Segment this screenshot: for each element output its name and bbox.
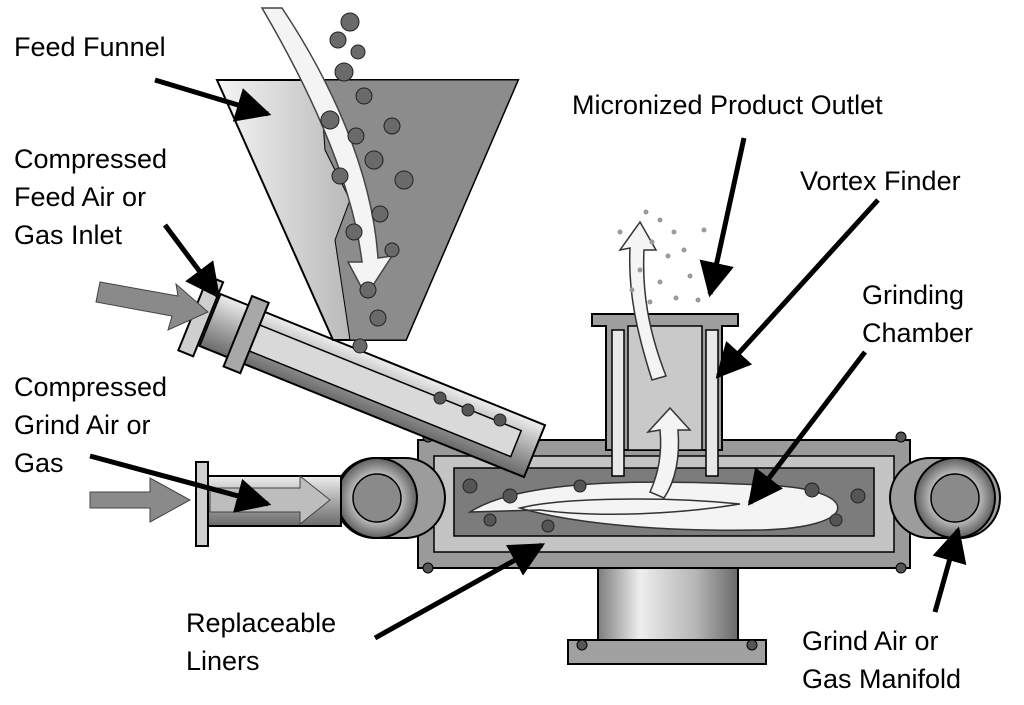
label-replaceable-liners: Replaceable Liners: [186, 608, 337, 676]
feed-air-leader: [162, 223, 221, 299]
liners-leader: [373, 542, 546, 641]
label-manifold: Grind Air or Gas Manifold: [802, 626, 962, 694]
updraft-arrow: [645, 406, 692, 499]
bottom-outlet: [567, 567, 767, 665]
label-vortex-finder: Vortex Finder: [800, 166, 961, 196]
feed-injector: [177, 274, 547, 479]
feed-flow-arrow: [260, 7, 394, 298]
leader-lines: [89, 77, 967, 641]
spiral-flow: [467, 481, 839, 531]
chamber-leader: [747, 350, 867, 506]
label-grind-air: Compressed Grind Air or Gas: [14, 372, 168, 478]
outlet-flow-arrow: [618, 220, 667, 381]
label-feed-air-inlet: Compressed Feed Air or Gas Inlet: [14, 144, 168, 250]
chamber-particles: [433, 391, 866, 533]
label-feed-funnel: Feed Funnel: [14, 32, 166, 62]
feed-funnel-leader: [154, 77, 272, 122]
feed-particles: [320, 12, 414, 354]
grind-air-leader: [89, 453, 272, 513]
grind-air-manifold: [334, 457, 1001, 539]
outlet-leader: [699, 137, 747, 298]
label-product-outlet: Micronized Product Outlet: [572, 90, 883, 120]
manifold-leader: [932, 526, 967, 613]
micronized-particles: [617, 209, 707, 305]
label-grinding-chamber: Grinding Chamber: [862, 280, 974, 348]
vortex-leader: [715, 198, 880, 379]
